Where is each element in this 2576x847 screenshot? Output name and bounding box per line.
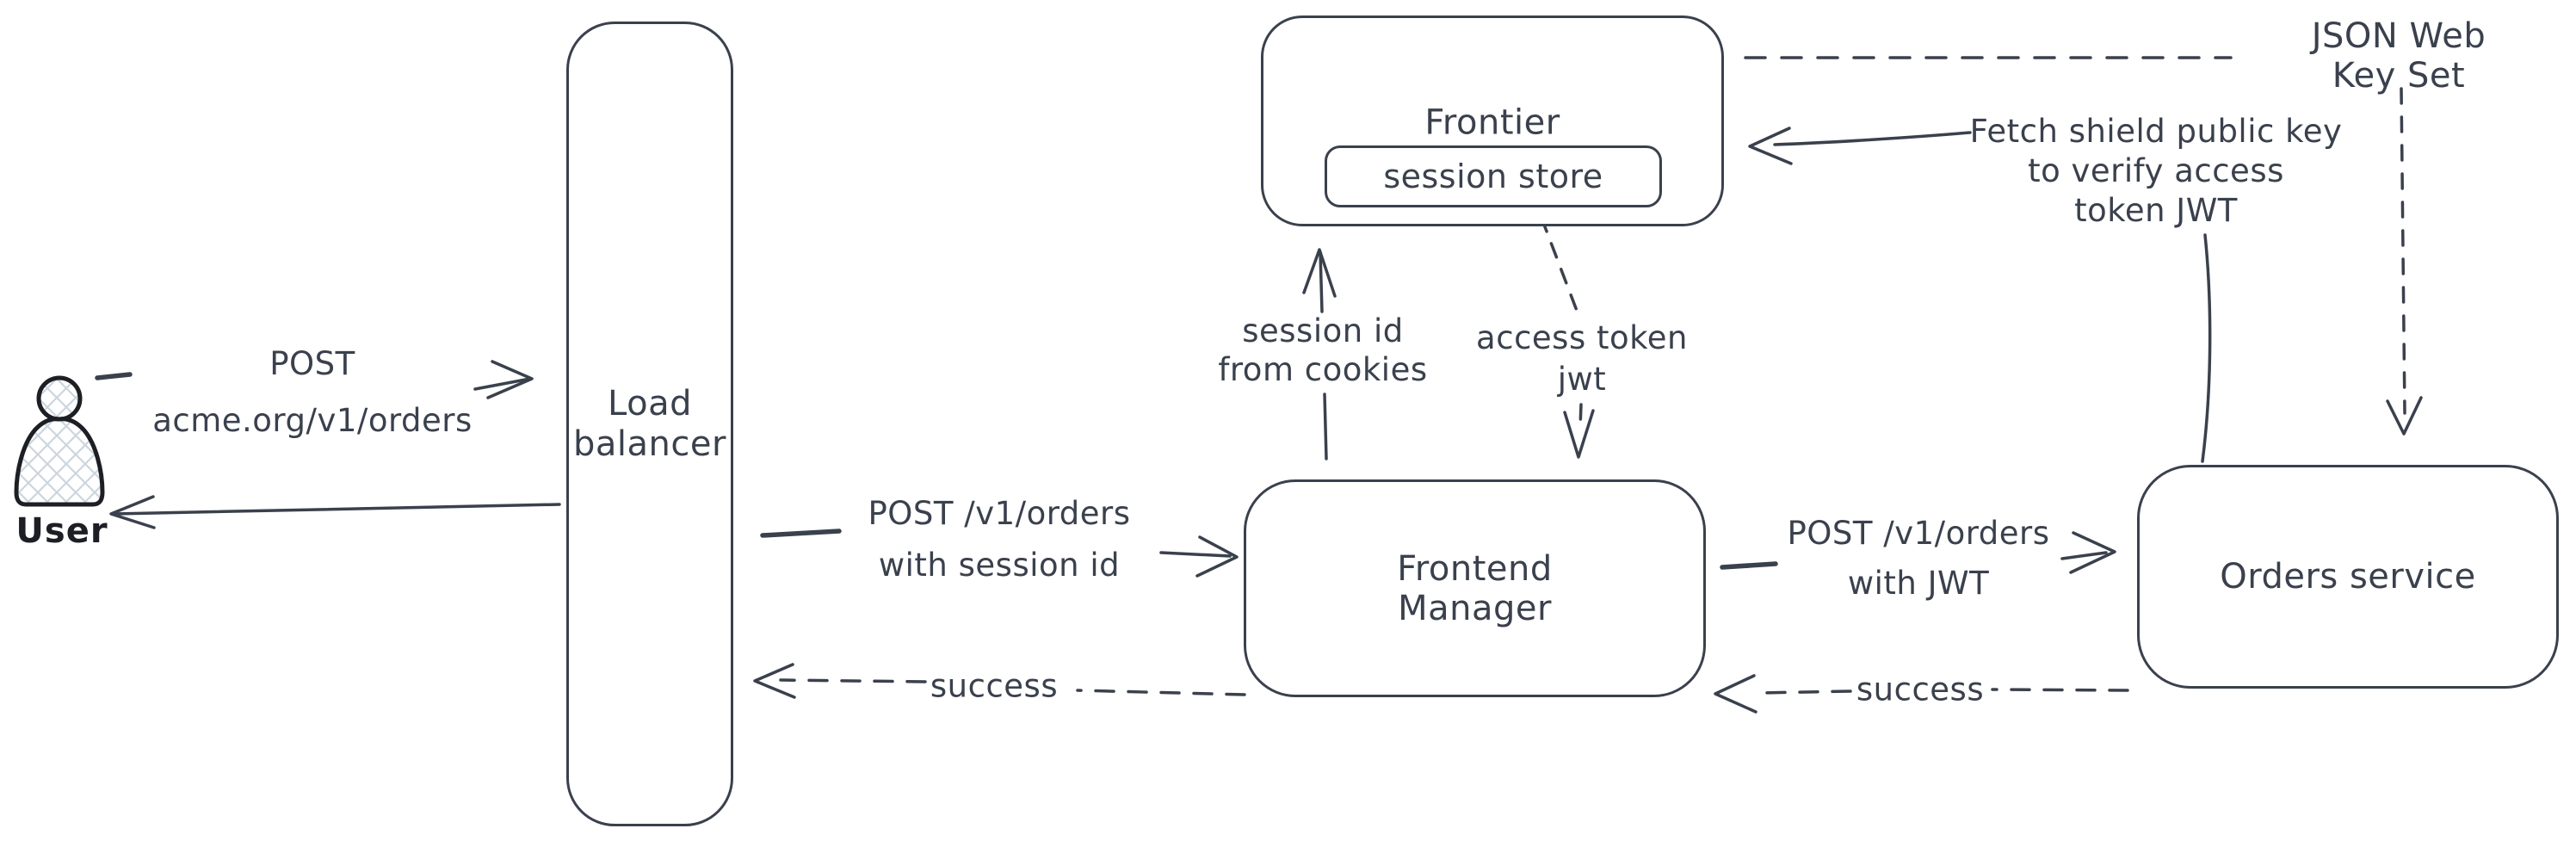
node-orders-service[interactable]: Orders service [2137,465,2559,689]
arrow-session-store-to-frontend-manager-jwt[interactable] [1540,216,1595,459]
node-session-store[interactable]: session store [1325,145,1662,207]
edge-label-access-token-jwt: access token jwt [1476,319,1688,398]
user-person-icon[interactable] [14,375,105,507]
edge-label-session-id-from-cookies: session id from cookies [1218,312,1428,388]
arrow-orders-service-to-frontier-fetch-key[interactable] [1748,127,2212,463]
arrow-orders-service-to-frontend-manager-success[interactable] [1714,674,2129,714]
node-load-balancer[interactable]: Load balancer [566,22,733,826]
arrow-user-to-load-balancer[interactable] [95,360,534,399]
edge-label-fetch-shield-public-key: Fetch shield public key to verify access… [1969,113,2343,229]
frontier-label: Frontier [1424,102,1560,143]
edge-label-post-with-jwt: POST /v1/orders with JWT [1787,515,2050,602]
orders-service-label: Orders service [2220,556,2476,597]
frontend-manager-label: Frontend Manager [1397,548,1553,628]
node-frontier[interactable]: Frontier session store [1261,15,1724,226]
arrow-jwks-to-orders-service[interactable] [2386,87,2423,436]
person-head [36,375,83,422]
edge-label-post-with-session-id: POST /v1/orders with session id [868,495,1131,584]
arrow-load-balancer-to-frontend-manager[interactable] [760,529,1239,578]
edge-label-post-acme-orders: POST acme.org/v1/orders [152,345,473,439]
arrow-frontend-manager-to-orders-service[interactable] [1720,531,2116,574]
edge-label-success-right: success [1856,671,1985,708]
node-frontend-manager[interactable]: Frontend Manager [1244,479,1706,697]
session-store-label: session store [1383,157,1603,195]
arrow-frontend-manager-to-frontier-session-id[interactable] [1302,248,1337,461]
arrow-frontend-manager-to-load-balancer-success[interactable] [753,663,1246,699]
user-label: User [15,511,108,551]
person-body [14,417,105,507]
arrow-load-balancer-to-user[interactable] [109,495,561,529]
jwks-label: JSON Web Key Set [2311,16,2486,96]
edge-label-success-left: success [930,667,1059,705]
load-balancer-label: Load balancer [573,383,726,464]
